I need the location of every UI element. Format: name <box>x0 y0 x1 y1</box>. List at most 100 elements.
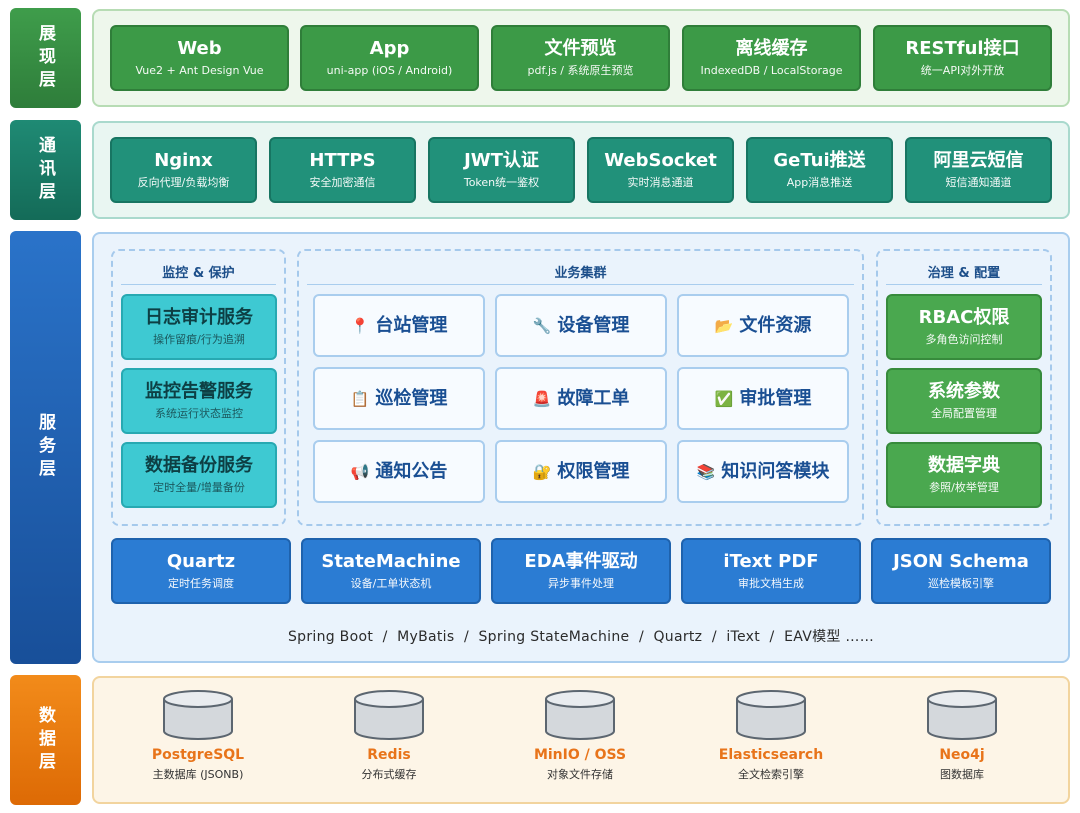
database-desc: 分布式缓存 <box>361 768 417 781</box>
box-subtitle: pdf.js / 系统原生预览 <box>527 64 634 77</box>
box-title: 阿里云短信 <box>933 150 1024 171</box>
box-subtitle: 设备/工单状态机 <box>350 577 432 590</box>
business-box-approval: ✅ 审批管理 <box>677 367 849 430</box>
business-box-permission: 🔐 权限管理 <box>495 440 667 503</box>
folder-icon: 📂 <box>714 316 734 335</box>
business-group-title: 业务集群 <box>554 266 607 281</box>
business-label: 巡检管理 <box>375 387 448 409</box>
tech-box-statemachine: StateMachine 设备/工单状态机 <box>301 538 481 604</box>
database-name: Elasticsearch <box>718 747 824 763</box>
box-subtitle: uni-app (iOS / Android) <box>326 64 453 77</box>
database-icon <box>545 690 615 740</box>
business-label: 知识问答模块 <box>721 460 830 482</box>
database-icon <box>163 690 233 740</box>
business-label: 审批管理 <box>739 387 812 409</box>
database-name: Redis <box>367 747 411 763</box>
monitor-group <box>111 249 286 526</box>
presentation-box-offline-cache: 离线缓存 IndexedDB / LocalStorage <box>682 25 861 91</box>
box-title: 系统参数 <box>928 381 1000 402</box>
presentation-box-web: Web Vue2 + Ant Design Vue <box>110 25 289 91</box>
comm-box-getui: GeTui推送 App消息推送 <box>746 137 893 203</box>
divider <box>121 284 276 285</box>
box-title: Nginx <box>154 150 213 171</box>
box-subtitle: Vue2 + Ant Design Vue <box>135 64 264 77</box>
presentation-box-restful: RESTful接口 统一API对外开放 <box>873 25 1052 91</box>
box-title: 监控告警服务 <box>145 381 253 402</box>
governance-box-rbac: RBAC权限 多角色访问控制 <box>886 294 1042 360</box>
governance-group <box>876 249 1052 526</box>
comm-box-jwt: JWT认证 Token统一鉴权 <box>428 137 575 203</box>
pin-icon: 📍 <box>350 316 370 335</box>
box-subtitle: 巡检模板引擎 <box>928 577 994 590</box>
business-box-fault: 🚨 故障工单 <box>495 367 667 430</box>
business-group <box>297 249 864 526</box>
box-title: 离线缓存 <box>735 38 808 59</box>
business-label: 设备管理 <box>557 314 630 336</box>
box-subtitle: 实时消息通道 <box>627 176 694 189</box>
divider <box>307 284 854 285</box>
tech-box-json-schema: JSON Schema 巡检模板引擎 <box>871 538 1051 604</box>
comm-box-aliyun-sms: 阿里云短信 短信通知通道 <box>905 137 1052 203</box>
box-subtitle: 安全加密通信 <box>309 176 376 189</box>
megaphone-icon: 📢 <box>350 462 370 481</box>
database-minio: MinIO / OSS 对象文件存储 <box>510 689 650 782</box>
comm-box-websocket: WebSocket 实时消息通道 <box>587 137 734 203</box>
tech-box-itext: iText PDF 审批文档生成 <box>681 538 861 604</box>
database-postgresql: PostgreSQL 主数据库 (JSONB) <box>128 689 268 782</box>
database-icon <box>354 690 424 740</box>
database-icon <box>927 690 997 740</box>
box-title: JWT认证 <box>464 150 539 171</box>
business-label: 权限管理 <box>557 460 630 482</box>
service-layer-tag: 服务层 <box>10 231 81 664</box>
presentation-layer-tag: 展现层 <box>10 8 81 108</box>
box-title: 数据字典 <box>928 455 1000 476</box>
presentation-box-app: App uni-app (iOS / Android) <box>300 25 479 91</box>
database-icon <box>736 690 806 740</box>
box-subtitle: 定时任务调度 <box>168 577 234 590</box>
comm-box-https: HTTPS 安全加密通信 <box>269 137 416 203</box>
box-subtitle: Token统一鉴权 <box>463 176 540 189</box>
business-box-inspection: 📋 巡检管理 <box>313 367 485 430</box>
business-box-file: 📂 文件资源 <box>677 294 849 357</box>
tech-box-quartz: Quartz 定时任务调度 <box>111 538 291 604</box>
box-title: 日志审计服务 <box>145 307 253 328</box>
database-desc: 对象文件存储 <box>547 768 613 781</box>
box-subtitle: 定时全量/增量备份 <box>153 481 245 494</box>
database-elasticsearch: Elasticsearch 全文检索引擎 <box>701 689 841 782</box>
box-title: HTTPS <box>309 150 376 171</box>
divider <box>886 284 1042 285</box>
monitor-box-log-audit: 日志审计服务 操作留痕/行为追溯 <box>121 294 277 360</box>
monitor-box-backup: 数据备份服务 定时全量/增量备份 <box>121 442 277 508</box>
business-label: 故障工单 <box>557 387 630 409</box>
lock-icon: 🔐 <box>532 462 552 481</box>
database-desc: 主数据库 (JSONB) <box>152 768 244 781</box>
box-title: StateMachine <box>321 551 461 572</box>
box-subtitle: 参照/枚举管理 <box>929 481 999 494</box>
business-label: 文件资源 <box>739 314 812 336</box>
presentation-box-file-preview: 文件预览 pdf.js / 系统原生预览 <box>491 25 670 91</box>
box-subtitle: 审批文档生成 <box>738 577 804 590</box>
governance-box-dictionary: 数据字典 参照/枚举管理 <box>886 442 1042 508</box>
check-icon: ✅ <box>714 389 734 408</box>
box-subtitle: 短信通知通道 <box>945 176 1012 189</box>
box-subtitle: 异步事件处理 <box>548 577 614 590</box>
box-subtitle: 多角色访问控制 <box>925 333 1003 346</box>
database-name: Neo4j <box>939 747 985 763</box>
governance-group-title: 治理 & 配置 <box>927 266 1001 281</box>
alarm-icon: 🚨 <box>532 389 552 408</box>
box-title: WebSocket <box>604 150 717 171</box>
box-subtitle: 反向代理/负载均衡 <box>137 176 230 189</box>
database-name: PostgreSQL <box>151 747 245 763</box>
business-box-knowledge: 📚 知识问答模块 <box>677 440 849 503</box>
books-icon: 📚 <box>696 462 716 481</box>
box-subtitle: 操作留痕/行为追溯 <box>153 333 245 346</box>
box-subtitle: 系统运行状态监控 <box>155 407 243 420</box>
clipboard-icon: 📋 <box>350 389 370 408</box>
box-title: EDA事件驱动 <box>524 551 638 572</box>
box-title: Web <box>177 38 222 59</box>
business-box-notice: 📢通知公告 <box>313 440 485 503</box>
box-subtitle: 全局配置管理 <box>931 407 997 420</box>
box-title: GeTui推送 <box>773 150 866 171</box>
database-neo4j: Neo4j 图数据库 <box>892 689 1032 782</box>
box-title: 文件预览 <box>544 38 617 59</box>
